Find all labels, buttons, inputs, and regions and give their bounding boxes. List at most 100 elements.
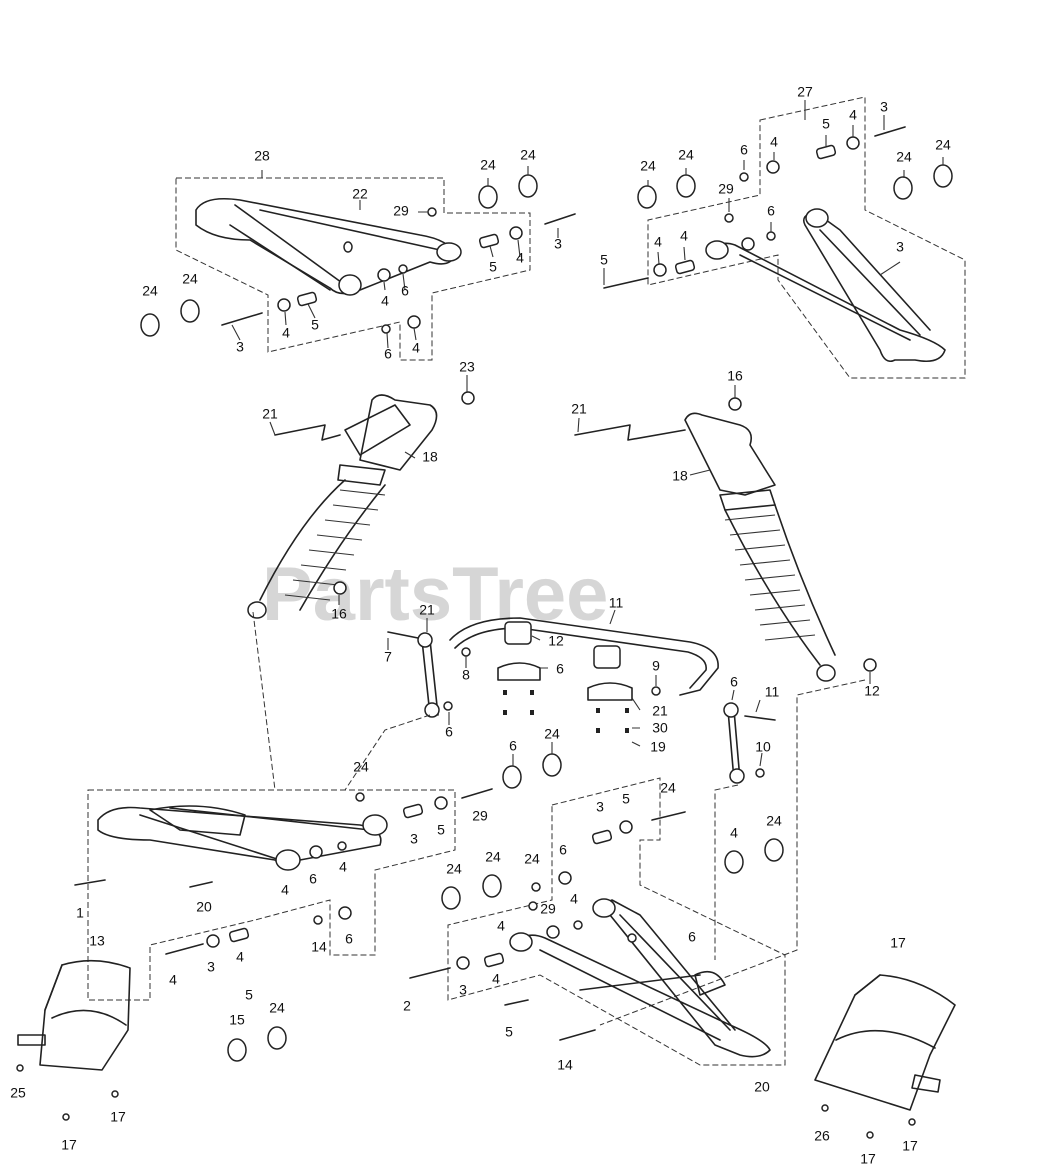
leader-right-link	[714, 784, 739, 960]
callout-label: 2	[403, 998, 411, 1014]
callout-label: 4	[730, 825, 738, 841]
callout-label: 3	[896, 239, 904, 255]
callout-label: 3	[596, 799, 604, 815]
callout-label: 24	[485, 849, 501, 865]
callout-label: 17	[110, 1109, 126, 1125]
callout-label: 29	[540, 901, 556, 917]
right-shock-absorber	[574, 397, 836, 682]
callout-label: 4	[492, 971, 500, 987]
callout-label: 24	[678, 147, 694, 163]
callout-label: 4	[236, 949, 244, 965]
callout-label: 3	[236, 339, 244, 355]
callout-label: 15	[229, 1012, 245, 1028]
callout-label: 21	[419, 602, 435, 618]
callout-label: 24	[269, 1000, 285, 1016]
callout-label: 3	[880, 99, 888, 115]
callout-label: 7	[384, 649, 392, 665]
callout-label: 24	[480, 157, 496, 173]
callout-label: 24	[544, 726, 560, 742]
lower-right-a-arm-group	[409, 777, 786, 1066]
callout-label: 4	[770, 134, 778, 150]
callout-label: 12	[864, 683, 880, 699]
callout-label: 18	[422, 449, 438, 465]
callout-label: 6	[767, 203, 775, 219]
callout-label: 12	[548, 633, 564, 649]
callout-label: 24	[640, 158, 656, 174]
right-a-arm-guard	[814, 974, 956, 1139]
callout-label: 17	[860, 1151, 876, 1167]
callout-label: 17	[890, 935, 906, 951]
callout-label: 17	[902, 1138, 918, 1154]
callout-label: 16	[331, 606, 347, 622]
callout-label: 29	[472, 808, 488, 824]
callout-label: 10	[755, 739, 771, 755]
callout-label: 6	[740, 142, 748, 158]
callout-label: 3	[554, 236, 562, 252]
callout-label: 29	[393, 203, 409, 219]
callout-label: 24	[353, 759, 369, 775]
callout-label: 27	[797, 84, 813, 100]
callout-label: 4	[281, 882, 289, 898]
callout-label: 3	[207, 959, 215, 975]
callout-label: 4	[381, 293, 389, 309]
callout-label: 5	[822, 116, 830, 132]
callout-label: 18	[672, 468, 688, 484]
callout-label: 24	[446, 861, 462, 877]
callout-label: 20	[754, 1079, 770, 1095]
callout-label: 14	[557, 1057, 573, 1073]
callout-label: 6	[445, 724, 453, 740]
callout-label: 6	[559, 842, 567, 858]
callout-label: 11	[765, 684, 780, 700]
callout-label: 4	[339, 859, 347, 875]
callout-label: 24	[660, 780, 676, 796]
left-a-arm-guard	[16, 959, 131, 1121]
callout-label: 6	[309, 871, 317, 887]
callout-label: 17	[61, 1137, 77, 1153]
callout-label: 8	[462, 667, 470, 683]
callout-label: 4	[516, 250, 524, 266]
leader-left-shock	[252, 611, 276, 791]
callout-label: 6	[688, 929, 696, 945]
callout-label: 5	[489, 259, 497, 275]
callout-label: 29	[718, 181, 734, 197]
bumper-cones-lower	[227, 753, 784, 1062]
callout-label: 21	[262, 406, 278, 422]
callout-label: 5	[505, 1024, 513, 1040]
callout-label: 23	[459, 359, 475, 375]
callout-label: 30	[652, 720, 668, 736]
callout-label: 4	[680, 228, 688, 244]
callout-label: 6	[401, 283, 409, 299]
lower-left-a-arm-group	[74, 788, 493, 1001]
callout-label: 24	[896, 149, 912, 165]
callout-label: 5	[245, 987, 253, 1003]
callout-label: 3	[459, 982, 467, 998]
stabilizer-bar-group	[333, 581, 877, 784]
callout-label: 4	[412, 340, 420, 356]
upper-left-a-arm-group	[175, 177, 576, 361]
callout-label: 22	[352, 186, 368, 202]
callout-label: 6	[345, 931, 353, 947]
callout-label: 4	[849, 107, 857, 123]
leader-lines	[231, 100, 944, 767]
callout-label: 24	[182, 271, 198, 287]
callout-label: 5	[600, 252, 608, 268]
callout-label: 24	[142, 283, 158, 299]
callout-label: 5	[311, 317, 319, 333]
callout-label: 4	[169, 972, 177, 988]
callout-label: 16	[727, 368, 743, 384]
leader-left-link	[344, 714, 431, 791]
callout-label: 6	[384, 346, 392, 362]
callout-label: 9	[652, 658, 660, 674]
left-shock-absorber	[247, 391, 475, 619]
callout-label: 6	[509, 738, 517, 754]
watermark-text: PartsTree	[262, 552, 608, 637]
callout-label: 24	[524, 851, 540, 867]
callout-label: 14	[311, 939, 327, 955]
callout-label: 24	[520, 147, 536, 163]
bumper-cones-top	[140, 164, 953, 337]
callout-label: 21	[571, 401, 587, 417]
callout-label: 19	[650, 739, 666, 755]
